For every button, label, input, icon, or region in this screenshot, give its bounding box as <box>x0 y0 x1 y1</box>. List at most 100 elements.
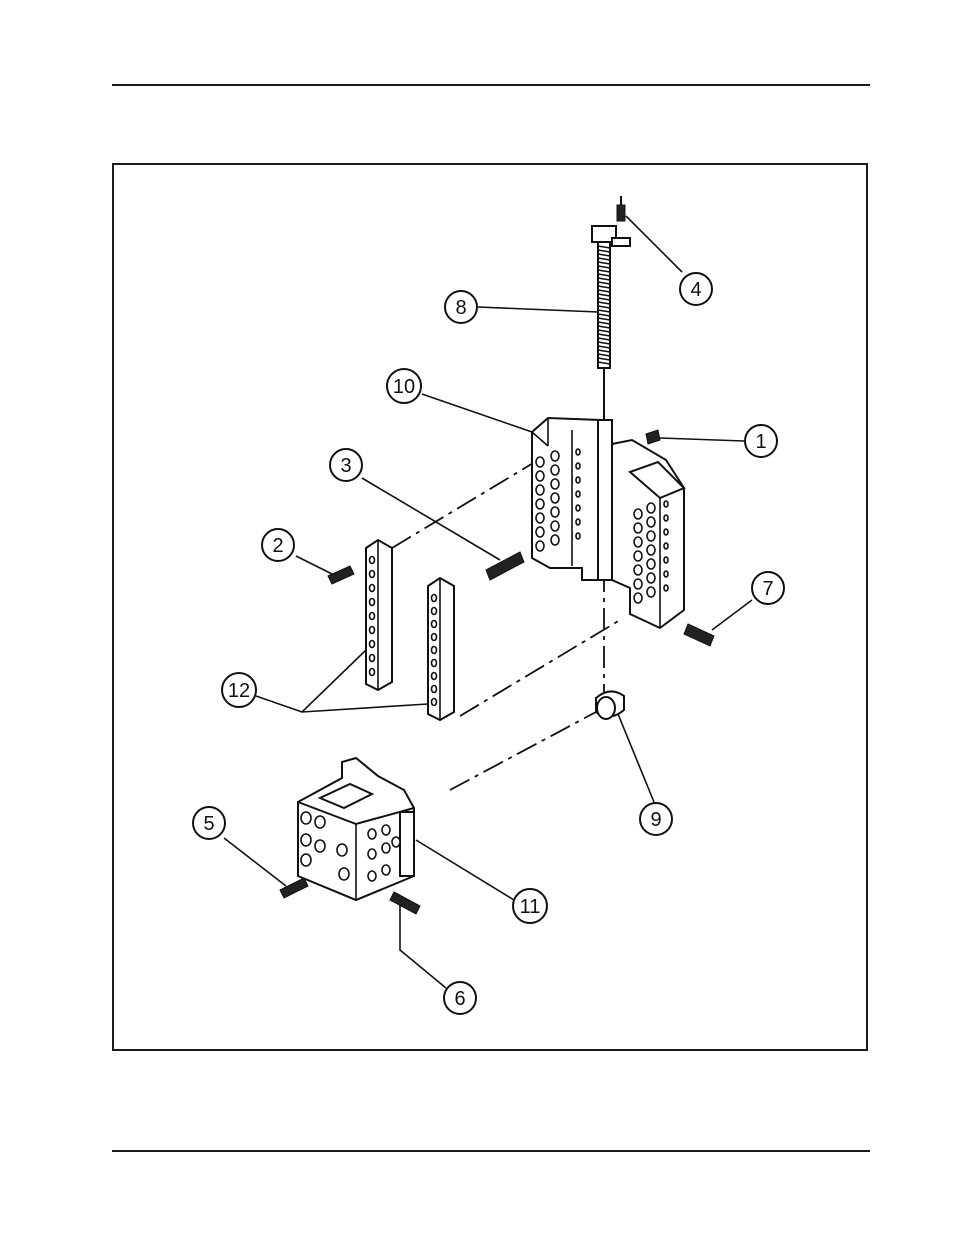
bolt-hole <box>536 527 544 537</box>
bolt-hole <box>664 571 668 577</box>
bolt-hole <box>664 543 668 549</box>
bolt-hole <box>576 477 580 483</box>
rail-hole <box>370 585 375 592</box>
callout-12: 12 <box>222 673 256 707</box>
rail-hole <box>432 673 437 680</box>
rail-hole <box>432 647 437 654</box>
bolt-hole <box>634 523 642 533</box>
rail-hole <box>370 641 375 648</box>
callout-10: 10 <box>387 369 421 403</box>
threaded-rod <box>592 226 616 440</box>
rail-hole <box>432 608 437 615</box>
bolt-hole <box>647 517 655 527</box>
bolt-hole <box>634 565 642 575</box>
pin-7 <box>684 624 714 646</box>
rail-hole <box>370 669 375 676</box>
callout-label-9: 9 <box>650 809 661 831</box>
block-hole <box>301 834 311 846</box>
bottom-block <box>298 758 414 900</box>
callout-5: 5 <box>193 807 225 839</box>
bolt-hole <box>634 551 642 561</box>
callout-label-10: 10 <box>393 376 415 398</box>
rail-left <box>366 540 392 690</box>
bolt-hole <box>536 471 544 481</box>
callout-label-6: 6 <box>454 988 465 1010</box>
bolt-hole <box>576 449 580 455</box>
callout-7: 7 <box>752 572 784 604</box>
block-hole <box>315 816 325 828</box>
block-hole <box>368 849 376 859</box>
bolt-hole <box>551 493 559 503</box>
rail-hole <box>432 686 437 693</box>
pin-3 <box>486 552 524 580</box>
bolt-hole <box>551 507 559 517</box>
bolt-hole <box>664 501 668 507</box>
rail-hole <box>370 571 375 578</box>
callout-label-8: 8 <box>455 297 466 319</box>
bolt-hole <box>576 519 580 525</box>
callout-3: 3 <box>330 449 362 481</box>
top-screw <box>612 196 630 246</box>
callout-1: 1 <box>745 425 777 457</box>
bolt-hole <box>664 529 668 535</box>
bolt-hole <box>551 451 559 461</box>
callout-label-4: 4 <box>690 279 701 301</box>
rail-hole <box>370 655 375 662</box>
block-hole <box>382 825 390 835</box>
bolt-hole <box>664 515 668 521</box>
bolt-hole <box>536 457 544 467</box>
callout-6: 6 <box>444 982 476 1014</box>
callout-label-12: 12 <box>228 680 250 702</box>
bolt-hole <box>551 535 559 545</box>
block-hole <box>339 868 349 880</box>
bolt-hole <box>647 531 655 541</box>
bolt-hole <box>634 593 642 603</box>
bushing <box>596 691 624 719</box>
pin-5 <box>280 878 308 898</box>
rod-channel <box>598 420 612 580</box>
block-hole <box>301 854 311 866</box>
bolt-hole <box>536 499 544 509</box>
block-hole <box>368 829 376 839</box>
bolt-hole <box>634 579 642 589</box>
bolt-hole <box>647 545 655 555</box>
pin-1 <box>646 430 660 444</box>
rail-hole <box>370 627 375 634</box>
block-hole <box>315 840 325 852</box>
block-hole <box>392 837 400 847</box>
rail-hole <box>370 557 375 564</box>
bolt-hole <box>634 509 642 519</box>
rail-hole <box>432 699 437 706</box>
main-block-right <box>612 440 684 628</box>
pin-6 <box>390 892 420 914</box>
bolt-hole <box>551 479 559 489</box>
rail-hole <box>432 595 437 602</box>
bolt-hole <box>647 503 655 513</box>
bolt-hole <box>551 521 559 531</box>
callout-label-1: 1 <box>755 431 766 453</box>
callout-8: 8 <box>445 291 477 323</box>
bolt-hole <box>536 485 544 495</box>
bolt-hole <box>664 557 668 563</box>
rail-hole <box>432 634 437 641</box>
bolt-hole <box>576 491 580 497</box>
rail-right <box>428 578 454 720</box>
rail-hole <box>370 599 375 606</box>
block-hole <box>301 812 311 824</box>
callout-label-2: 2 <box>272 535 283 557</box>
callout-label-7: 7 <box>762 578 773 600</box>
callout-label-3: 3 <box>340 455 351 477</box>
callout-9: 9 <box>640 803 672 835</box>
block-hole <box>337 844 347 856</box>
bolt-hole <box>536 541 544 551</box>
bolt-hole <box>551 465 559 475</box>
callout-label-5: 5 <box>203 813 214 835</box>
block-hole <box>382 865 390 875</box>
bolt-hole <box>647 587 655 597</box>
bolt-hole <box>536 513 544 523</box>
rail-hole <box>370 613 375 620</box>
bolt-hole <box>647 573 655 583</box>
bolt-hole <box>576 533 580 539</box>
rail-hole <box>432 660 437 667</box>
